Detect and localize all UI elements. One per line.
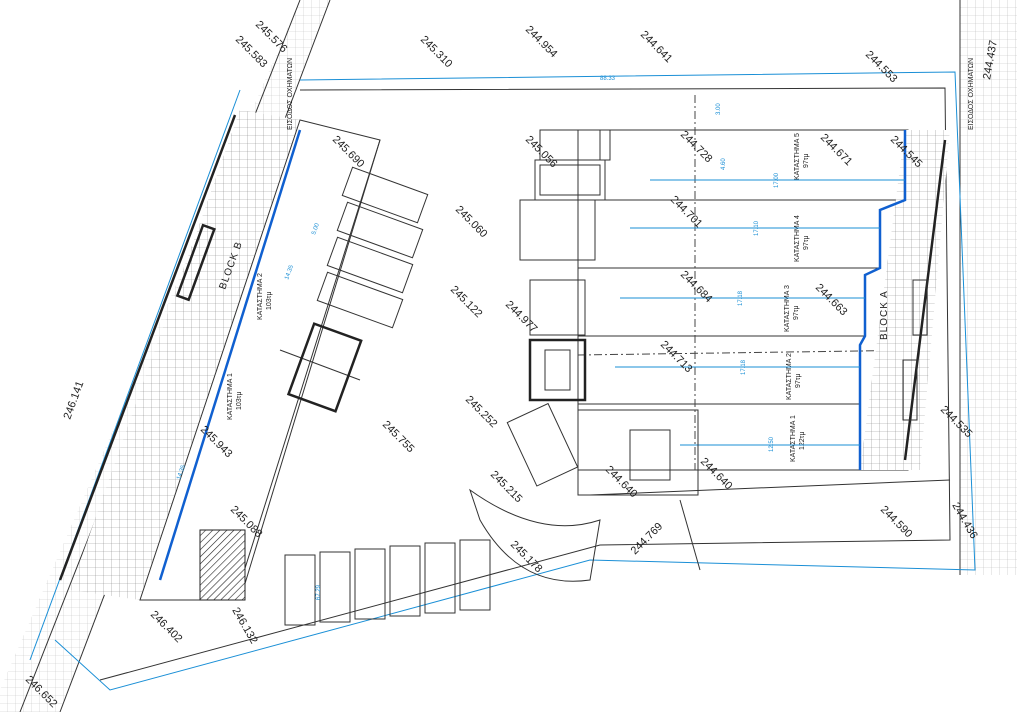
spot-level-label: 244.641 (638, 29, 675, 66)
dimension-label: 5.00 (311, 222, 321, 236)
dimension-label: 97τμ (803, 153, 810, 168)
spot-level-label: 245.122 (448, 284, 485, 321)
spot-level-label: 245.690 (330, 134, 367, 171)
dimension-label: 103τμ (236, 392, 243, 410)
spot-level-label: 244.553 (863, 49, 900, 86)
spot-level-label: 244.954 (523, 24, 560, 61)
dimension-label: ΚΑΤΑΣΤΗΜΑ 4 (794, 215, 801, 262)
dimension-label: 97τμ (803, 235, 810, 250)
shop-a-2: ΚΑΤΑΣΤΗΜΑ 2 97τμ (786, 353, 802, 400)
spot-level-label: 245.310 (418, 34, 455, 71)
dimension-label: ΚΑΤΑΣΤΗΜΑ 1 (227, 373, 234, 420)
spot-level-label: 244.684 (678, 269, 715, 306)
dimension-label: 17.10 (754, 220, 760, 236)
shop-b-2: ΚΑΤΑΣΤΗΜΑ 2 103τμ (257, 273, 273, 320)
dimension-label: ΚΑΤΑΣΤΗΜΑ 1 (790, 415, 797, 462)
shop-a-4: ΚΑΤΑΣΤΗΜΑ 4 97τμ (794, 215, 810, 262)
dimension-label: 17.00 (774, 172, 780, 188)
spot-level-label: 246.402 (148, 609, 185, 646)
shop-a-5: ΚΑΤΑΣΤΗΜΑ 5 97τμ (794, 133, 810, 180)
spot-level-label: 244.671 (818, 132, 855, 169)
service-core (506, 129, 699, 496)
block-b: BLOCK B ΚΑΤΑΣΤΗΜΑ 2 103τμ ΚΑΤΑΣΤΗΜΑ 1 10… (58, 110, 381, 601)
spot-level-label: 245.252 (463, 394, 500, 431)
spot-level-label: 245.583 (233, 34, 270, 71)
dimension-label: 14.35 (284, 264, 295, 281)
parking-bays (284, 129, 601, 626)
dimension-label: 14.35 (176, 464, 187, 481)
spot-level-label: 244.701 (668, 194, 705, 231)
dimension-label: 12.50 (769, 436, 775, 452)
dimension-label: 122τμ (799, 432, 806, 450)
shop-a-1: ΚΑΤΑΣΤΗΜΑ 1 122τμ (790, 415, 806, 462)
spot-level-label: 244.728 (678, 129, 715, 166)
spot-level-label: 245.755 (380, 419, 417, 456)
spot-level-label: 246.141 (62, 380, 87, 421)
vehicle-entrance-label: ΕΙΣΟΔΟΣ ΟΧΗΜΑΤΩΝ (287, 58, 294, 130)
dimension-label: ΚΑΤΑΣΤΗΜΑ 5 (794, 133, 801, 180)
spot-level-label: 244.713 (658, 339, 695, 376)
spot-level-label: 244.663 (813, 282, 850, 319)
dimension-label: 97τμ (795, 373, 802, 388)
shop-a-3: ΚΑΤΑΣΤΗΜΑ 3 97τμ (784, 285, 800, 332)
spot-level-label: 244.977 (503, 299, 540, 336)
spot-level-label: 244.590 (878, 504, 915, 541)
block-a: BLOCK A ΚΑΤΑΣΤΗΜΑ 5 97τμ ΚΑΤΑΣΤΗΜΑ 4 97τ… (577, 95, 950, 471)
spot-level-label: 246.132 (229, 606, 259, 646)
dimension-label: ΚΑΤΑΣΤΗΜΑ 2 (786, 353, 793, 400)
spot-level-label: 245.215 (488, 469, 525, 506)
dimension-label: ΚΑΤΑΣΤΗΜΑ 3 (784, 285, 791, 332)
dimension-label: ΚΑΤΑΣΤΗΜΑ 2 (257, 273, 264, 320)
road-right (959, 0, 1017, 575)
dimension-label: 67.29 (316, 584, 322, 600)
shop-b-1: ΚΑΤΑΣΤΗΜΑ 1 103τμ (227, 373, 243, 420)
spot-level-label: 245.060 (453, 204, 490, 241)
block-a-label: BLOCK A (879, 290, 890, 340)
dimension-label: 17.18 (738, 290, 744, 306)
dimension-label: 103τμ (266, 292, 273, 310)
dimension-label: 97τμ (793, 305, 800, 320)
dimension-label: 88.33 (600, 76, 616, 82)
dimension-label: 4.60 (721, 158, 727, 170)
dimension-label: 3.00 (716, 103, 722, 115)
ramp (469, 488, 601, 582)
spot-level-label: 244.640 (698, 456, 735, 493)
dimension-label: 17.18 (741, 359, 747, 375)
spot-level-label: 244.769 (629, 521, 666, 558)
vehicle-entrance-label: ΕΙΣΟΔΟΣ ΟΧΗΜΑΤΩΝ (968, 58, 975, 130)
